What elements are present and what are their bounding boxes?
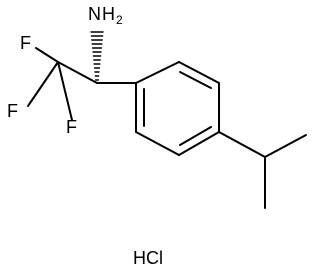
nitrogen-label: N: [88, 4, 101, 24]
bond-cf3-chiral: [57, 61, 98, 84]
bond-c-f1: [35, 47, 59, 63]
amine-hydrogen-label: H: [102, 4, 115, 24]
counterion-label: HCl: [133, 248, 163, 268]
structure-canvas: N H 2 F F F HCl: [7, 4, 307, 268]
amine-group-label: N H 2: [88, 4, 123, 27]
fluorine-label-3: F: [66, 117, 77, 137]
fluorine-label-1: F: [20, 33, 31, 53]
bond-isopropyl-methyl-1: [264, 134, 307, 158]
bond-c-f2: [27, 61, 59, 107]
bond-c-f3: [57, 61, 73, 121]
benzene-ring: [135, 61, 220, 156]
fluorine-label-2: F: [7, 101, 18, 121]
molecule-drawing: N H 2 F F F HCl: [7, 4, 307, 268]
bond-ring-isopropyl: [218, 131, 266, 158]
amine-hydrogen-count: 2: [116, 13, 123, 27]
hashed-wedge-bond: [90, 31, 104, 81]
